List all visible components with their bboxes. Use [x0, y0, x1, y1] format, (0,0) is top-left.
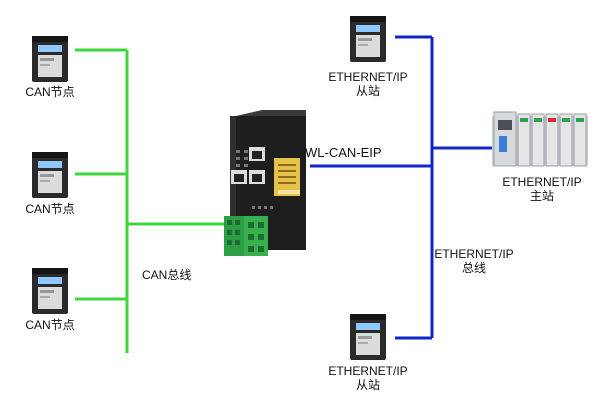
eip-slave-label-line2: 从站	[355, 378, 380, 392]
eip-slave-label: ETHERNET/IP 从站	[318, 70, 418, 98]
drive-module-icon	[32, 268, 68, 314]
drive-module-icon	[350, 314, 386, 360]
can-bus-lines	[75, 48, 232, 353]
can-node-label: CAN节点	[25, 318, 75, 332]
ethernet-bus-lines	[310, 35, 495, 340]
eip-slave-label-line1: ETHERNET/IP	[328, 364, 408, 378]
eip-bus-label-line1: ETHERNET/IP	[434, 247, 514, 261]
gateway-device-icon	[224, 110, 306, 256]
drive-module-icon	[32, 36, 68, 82]
drive-module-icon	[32, 152, 68, 198]
plc-rack-icon	[492, 111, 588, 167]
eip-bus-label: ETHERNET/IP 总线	[434, 247, 514, 275]
eip-master-label-line1: ETHERNET/IP	[502, 175, 582, 189]
eip-bus-label-line2: 总线	[461, 261, 486, 275]
eip-master-label: ETHERNET/IP 主站	[492, 175, 592, 203]
eip-slave-label-line2: 从站	[355, 84, 380, 98]
can-node-label: CAN节点	[25, 202, 75, 216]
eip-slave-label: ETHERNET/IP 从站	[318, 364, 418, 392]
gateway-label: WL-CAN-EIP	[305, 145, 382, 160]
eip-master-label-line2: 主站	[529, 189, 554, 203]
eip-slave-label-line1: ETHERNET/IP	[328, 70, 408, 84]
can-node-label: CAN节点	[25, 85, 75, 99]
can-bus-label: CAN总线	[142, 268, 192, 282]
drive-module-icon	[350, 16, 386, 62]
